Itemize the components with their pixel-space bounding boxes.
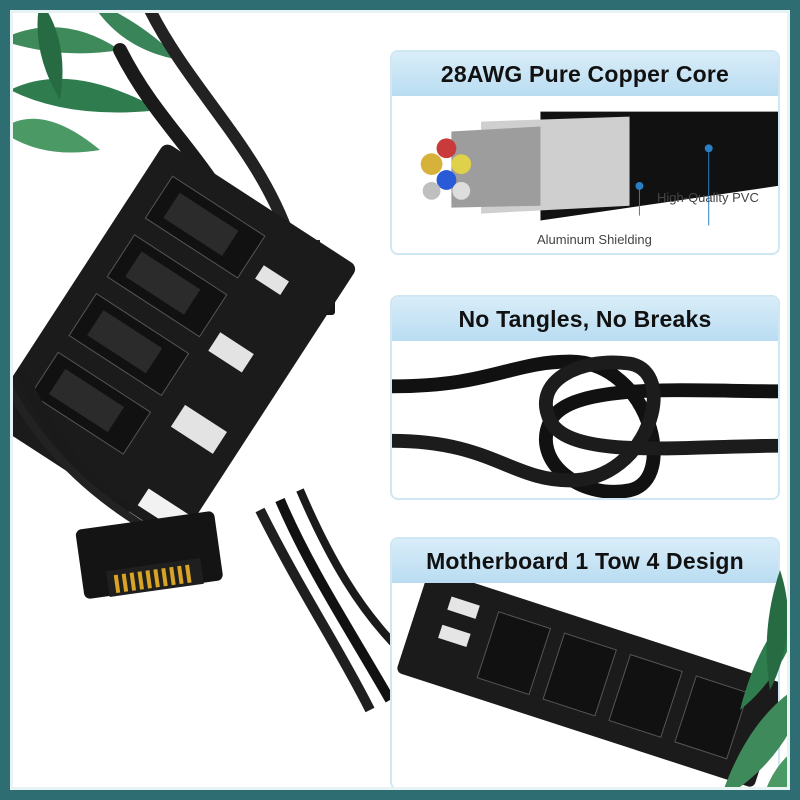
feature-panel-copper-core: 28AWG Pure Copper Core High-Quality PVC … [390,50,780,255]
leaf-decoration-bottom-right [723,570,790,790]
panel-title: No Tangles, No Breaks [392,297,778,341]
panel-title: 28AWG Pure Copper Core [392,52,778,96]
motherboard-hub-illustration [397,583,778,787]
knotted-cable-illustration [392,354,778,498]
leaf-decoration-top-left [10,10,180,153]
feature-panel-knot: No Tangles, No Breaks [390,295,780,500]
pcb-board [10,144,356,541]
product-photo [10,10,403,713]
sata-power-connector [75,511,223,599]
feature-panel-board-design: Motherboard 1 Tow 4 Design [390,537,780,790]
callout-shielding: Aluminum Shielding [537,232,652,247]
callout-pvc: High-Quality PVC [657,190,759,205]
panel-title: Motherboard 1 Tow 4 Design [392,539,778,583]
cable-cross-section-illustration [420,111,778,226]
